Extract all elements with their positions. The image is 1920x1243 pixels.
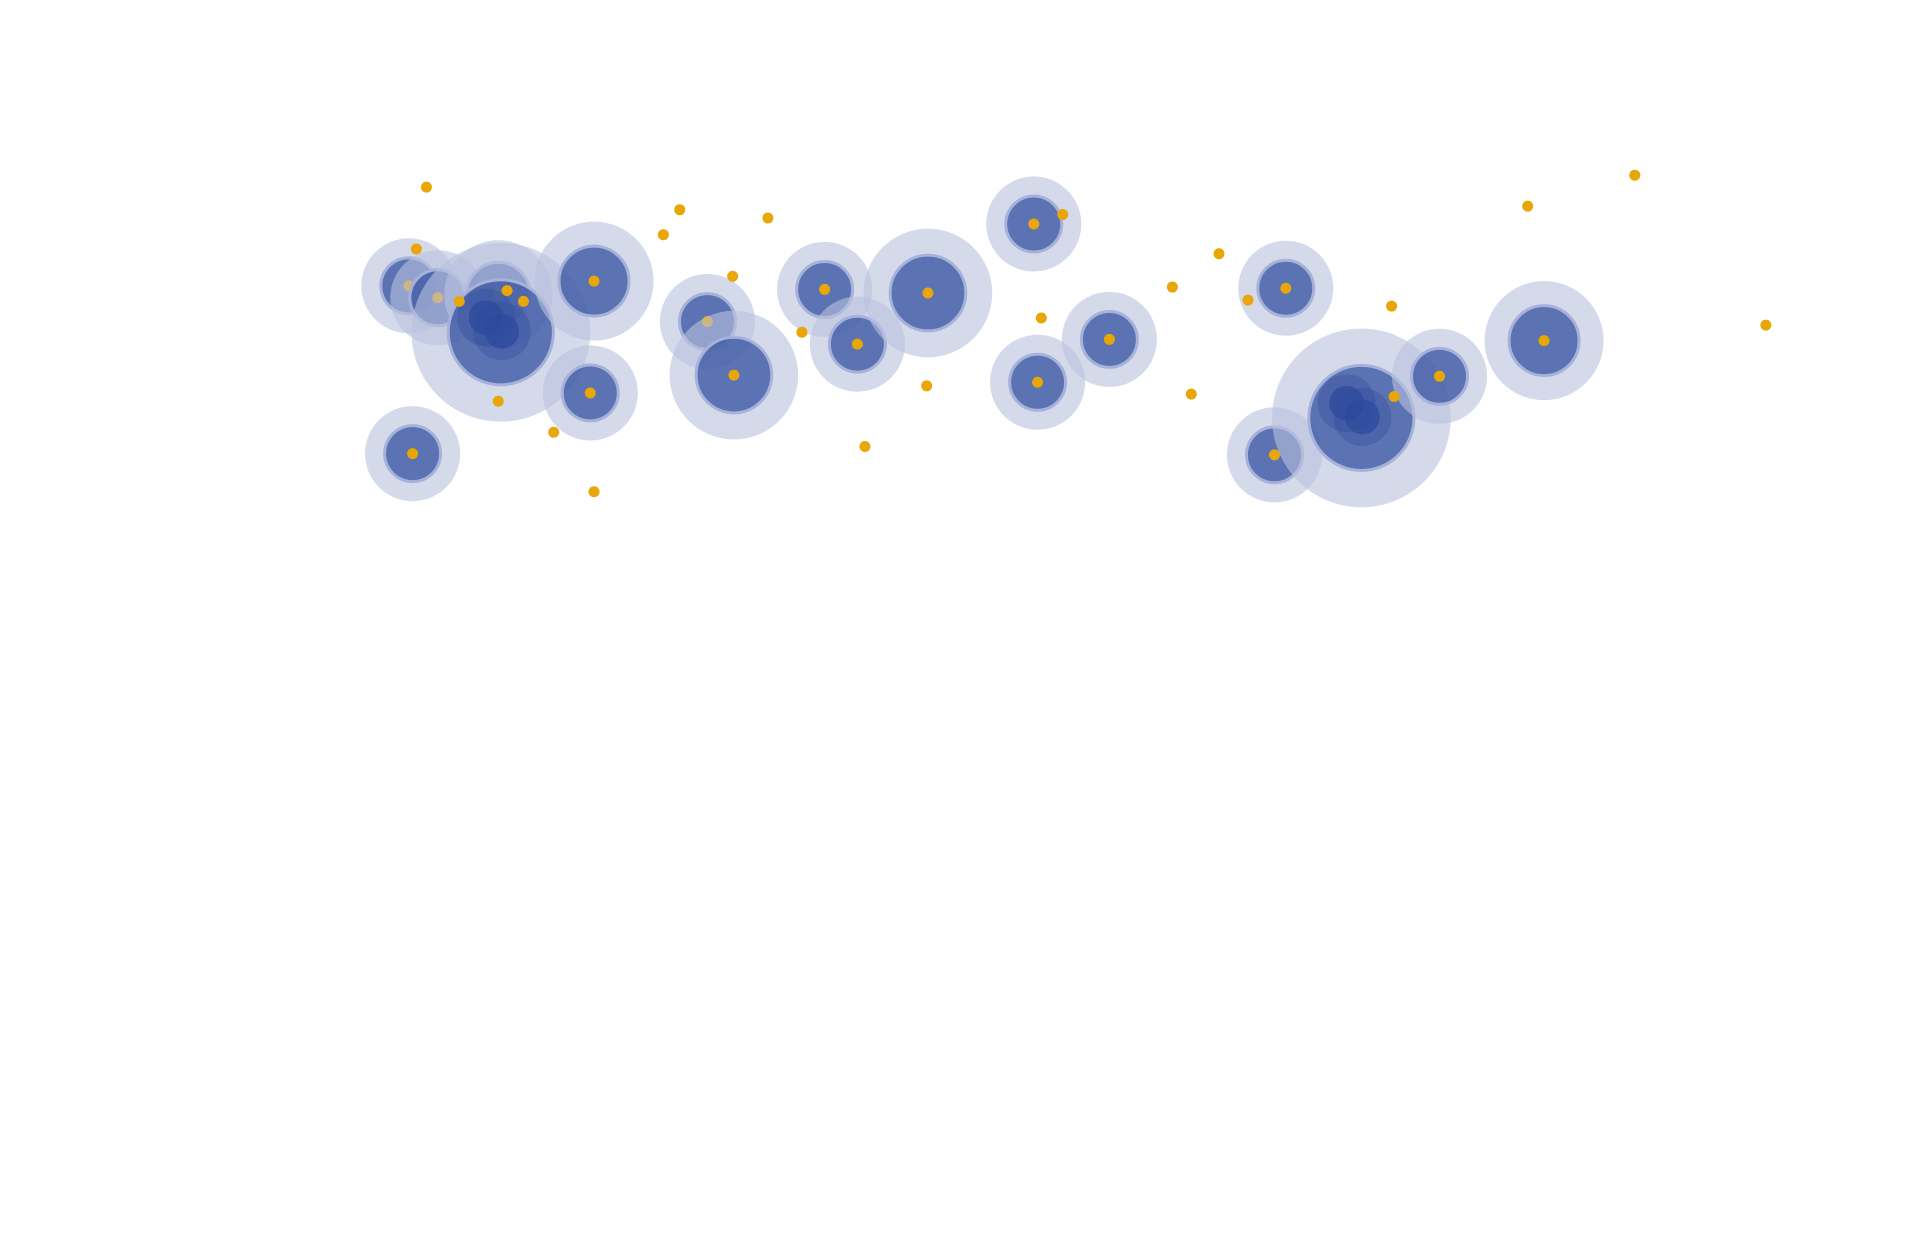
cluster-center-point [1280,282,1292,294]
map-point[interactable] [1388,391,1400,403]
map-point[interactable] [492,395,504,407]
map-point[interactable] [1242,294,1254,306]
cluster-inner-core [484,313,520,349]
map-point[interactable] [410,243,422,255]
cluster-inner-core [1345,399,1380,435]
cluster-center-point [584,387,596,399]
cluster-marker[interactable] [365,406,461,502]
cluster-center-point [728,369,740,381]
cluster-layer [361,176,1604,508]
map-point[interactable] [921,380,933,392]
cluster-marker[interactable] [411,242,591,422]
cluster-center-point [851,338,863,350]
map-point[interactable] [859,441,871,453]
cluster-center-point [1268,449,1280,461]
map-point[interactable] [1035,312,1047,324]
cluster-center-point [819,283,831,295]
map-point[interactable] [1213,248,1225,260]
point-layer [410,169,1772,498]
map-point[interactable] [727,270,739,282]
cluster-marker[interactable] [990,334,1086,430]
map-point[interactable] [1522,200,1534,212]
cluster-marker[interactable] [1238,240,1334,336]
cluster-center-point [1538,335,1550,347]
map-point[interactable] [548,426,560,438]
cluster-marker[interactable] [1391,328,1488,424]
cluster-center-point [588,275,600,287]
map-point[interactable] [453,295,465,307]
map-point[interactable] [1760,319,1772,331]
cluster-center-point [1103,333,1115,345]
map-point[interactable] [1386,300,1398,312]
cluster-marker[interactable] [534,221,654,341]
cluster-marker[interactable] [1484,281,1604,401]
map-point[interactable] [674,204,686,216]
cluster-marker[interactable] [1061,291,1157,387]
cluster-center-point [407,448,419,460]
map-point[interactable] [762,212,774,224]
cluster-center-point [1434,370,1445,382]
map-point[interactable] [1166,281,1178,293]
map-point[interactable] [588,486,600,498]
map-point[interactable] [796,326,808,338]
cluster-marker[interactable] [669,310,799,440]
map-point[interactable] [420,181,432,193]
map-point[interactable] [501,285,513,297]
map-point[interactable] [1185,388,1197,400]
map-point[interactable] [657,229,669,241]
map-point[interactable] [517,295,529,307]
cluster-marker[interactable] [863,228,993,358]
map-point[interactable] [1629,169,1641,181]
cluster-center-point [1032,376,1044,388]
cluster-center-point [922,287,934,299]
cluster-marker[interactable] [986,176,1082,272]
cluster-marker[interactable] [542,345,638,441]
cluster-center-point [1028,218,1040,230]
map-point[interactable] [1057,208,1069,220]
